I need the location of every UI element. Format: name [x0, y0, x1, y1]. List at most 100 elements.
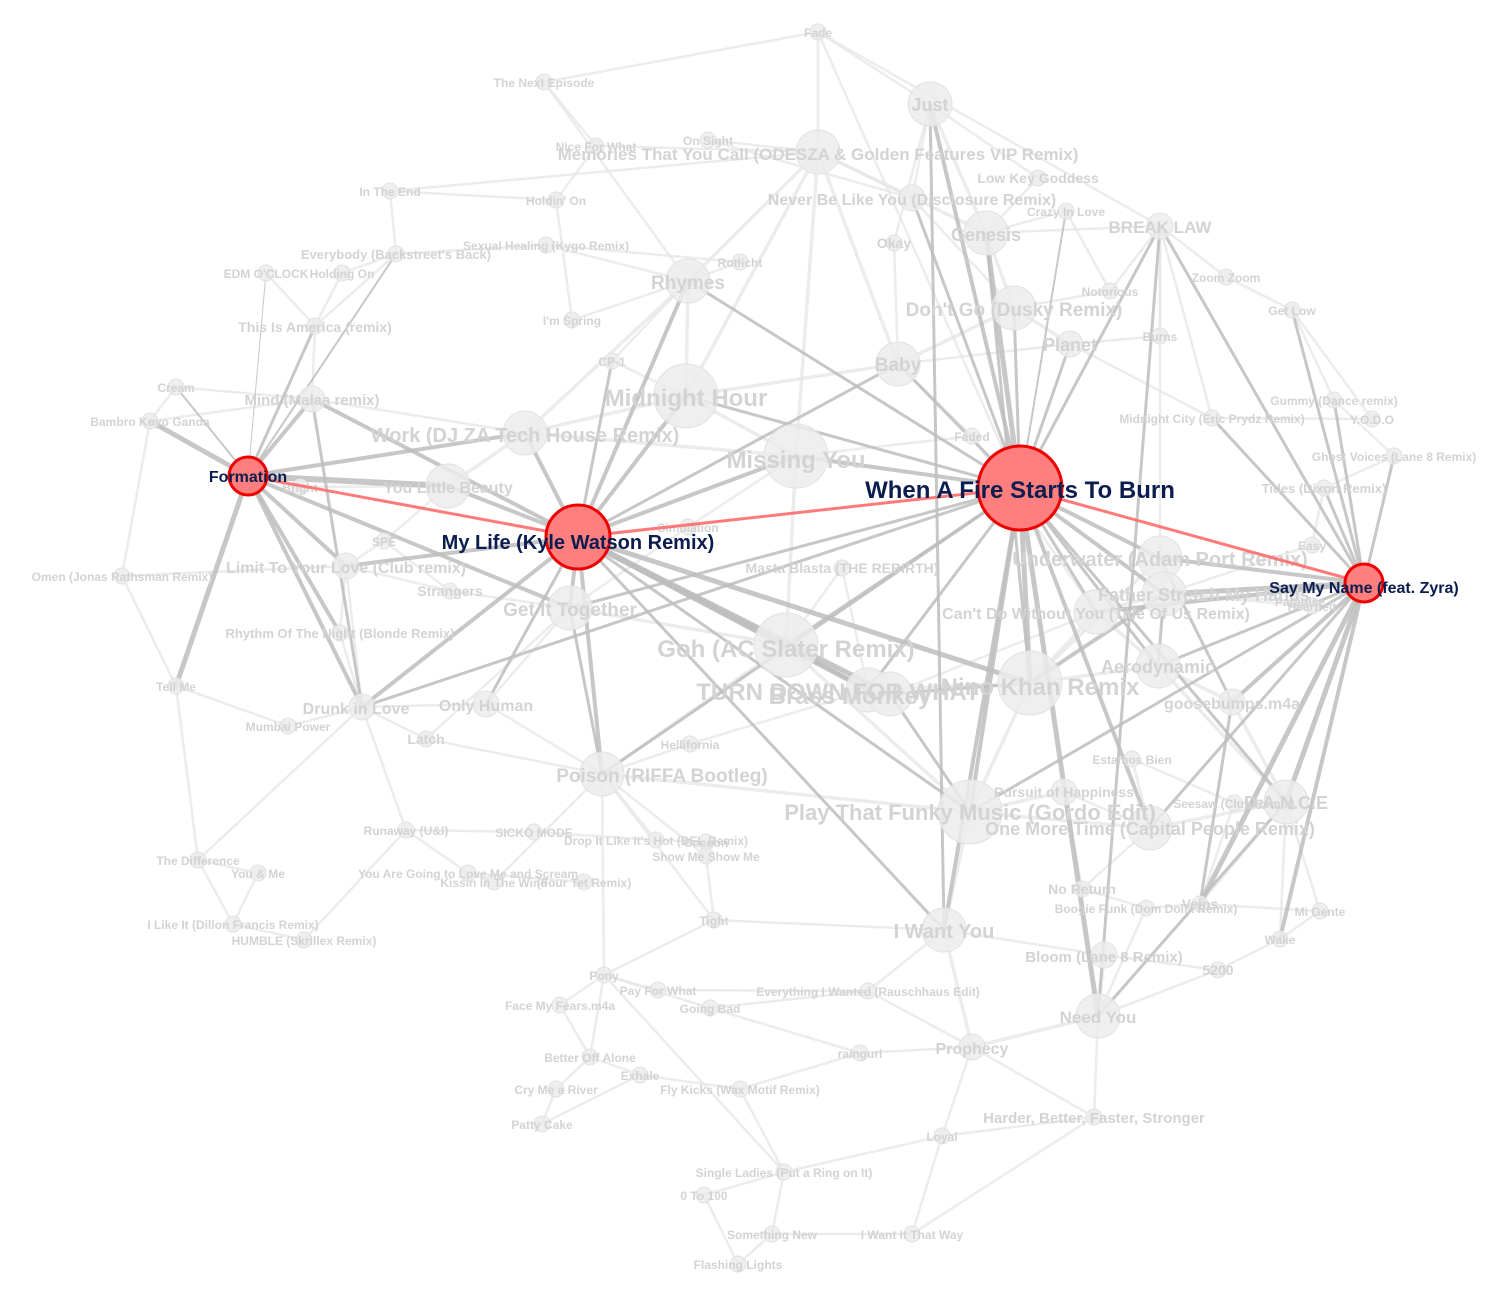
node-yodo[interactable]	[1363, 410, 1381, 428]
node-onlyhuman[interactable]	[472, 690, 500, 718]
node-migente[interactable]	[1311, 902, 1329, 920]
node-funky[interactable]	[937, 779, 1003, 845]
node-burns[interactable]	[1151, 327, 1169, 345]
node-iwant[interactable]	[921, 907, 967, 953]
node-memories[interactable]	[795, 129, 841, 175]
node-just[interactable]	[907, 81, 953, 127]
node-genesis[interactable]	[963, 210, 1009, 256]
node-harder[interactable]	[1085, 1108, 1103, 1126]
node-onemore[interactable]	[1127, 805, 1173, 851]
node-estamos[interactable]	[1123, 750, 1141, 768]
node-exhale[interactable]	[631, 1066, 649, 1084]
highlight-node-fire[interactable]	[976, 444, 1064, 532]
node-veins[interactable]	[1191, 895, 1209, 913]
node-iwantthat[interactable]	[903, 1225, 921, 1243]
node-dance[interactable]	[1263, 779, 1309, 825]
node-nextep[interactable]	[535, 73, 553, 91]
node-faded[interactable]	[963, 427, 981, 445]
node-goose[interactable]	[1218, 688, 1246, 716]
node-drunk[interactable]	[348, 693, 376, 721]
node-poison[interactable]	[579, 751, 625, 797]
node-everything[interactable]	[859, 982, 877, 1000]
node-breaklaw[interactable]	[1146, 212, 1174, 240]
node-aero[interactable]	[1135, 643, 1181, 689]
node-limit[interactable]	[332, 552, 360, 580]
node-s5200[interactable]	[1209, 961, 1227, 979]
node-single[interactable]	[775, 1163, 793, 1181]
node-tetremix[interactable]	[575, 873, 593, 891]
node-planet[interactable]	[1056, 330, 1084, 358]
node-ghost[interactable]	[1385, 447, 1403, 465]
node-goingbad[interactable]	[701, 999, 719, 1017]
node-runaway[interactable]	[397, 821, 415, 839]
node-getlow[interactable]	[1283, 301, 1301, 319]
node-cryme[interactable]	[547, 1080, 565, 1098]
highlight-node-formation[interactable]	[227, 455, 269, 497]
node-getit[interactable]	[547, 585, 593, 631]
node-midcity[interactable]	[1203, 409, 1221, 427]
node-yougoing[interactable]	[459, 864, 477, 882]
node-edm[interactable]	[257, 264, 275, 282]
node-boogie[interactable]	[1137, 899, 1155, 917]
node-easy[interactable]	[1303, 536, 1321, 554]
node-payforwhat[interactable]	[649, 981, 667, 999]
node-everybody[interactable]	[387, 245, 405, 263]
node-loyal[interactable]	[933, 1127, 951, 1145]
node-little[interactable]	[425, 463, 471, 509]
node-tides[interactable]	[1315, 479, 1333, 497]
node-humble[interactable]	[295, 931, 313, 949]
node-pursuit[interactable]	[1050, 778, 1078, 806]
node-gummy[interactable]	[1325, 391, 1343, 409]
node-seesaw[interactable]	[1225, 794, 1243, 812]
node-rhythm[interactable]	[331, 624, 349, 642]
node-needyou[interactable]	[1075, 993, 1121, 1039]
node-nino[interactable]	[997, 650, 1063, 716]
node-tellme[interactable]	[167, 677, 185, 695]
highlight-node-saymyname[interactable]	[1343, 562, 1385, 604]
node-heartfelt[interactable]	[1303, 597, 1321, 615]
node-cantdo[interactable]	[1073, 589, 1119, 635]
node-betteroff[interactable]	[581, 1048, 599, 1066]
node-holdingon[interactable]	[333, 264, 351, 282]
node-wake[interactable]	[1271, 930, 1289, 948]
node-latch[interactable]	[417, 730, 435, 748]
highlight-node-mylife[interactable]	[544, 503, 612, 571]
node-inend[interactable]	[381, 182, 399, 200]
node-crazy[interactable]	[1057, 202, 1075, 220]
node-raingurl[interactable]	[851, 1044, 869, 1062]
node-sickomode[interactable]	[525, 823, 543, 841]
node-lowkey[interactable]	[1029, 169, 1047, 187]
node-ratlicht[interactable]	[731, 253, 749, 271]
node-onsight[interactable]	[699, 131, 717, 149]
node-mind[interactable]	[298, 385, 326, 413]
node-showme[interactable]	[697, 847, 715, 865]
node-goh[interactable]	[753, 612, 819, 678]
node-strangers[interactable]	[441, 582, 459, 600]
node-holdinon[interactable]	[547, 191, 565, 209]
node-flykicks[interactable]	[731, 1080, 749, 1098]
node-baby[interactable]	[875, 341, 921, 387]
node-spe[interactable]	[375, 532, 393, 550]
node-dontgo[interactable]	[991, 285, 1037, 331]
node-sexual[interactable]	[537, 236, 555, 254]
node-cp1[interactable]	[603, 352, 621, 370]
node-okay[interactable]	[885, 234, 903, 252]
node-tight[interactable]	[705, 911, 723, 929]
node-america[interactable]	[306, 317, 324, 335]
node-omen[interactable]	[113, 567, 131, 585]
node-zero100[interactable]	[695, 1186, 713, 1204]
node-facemy[interactable]	[551, 996, 569, 1014]
node-hellifornia[interactable]	[681, 735, 699, 753]
node-missing[interactable]	[763, 423, 829, 489]
node-something[interactable]	[763, 1225, 781, 1243]
node-father[interactable]	[1141, 571, 1187, 617]
node-bloom[interactable]	[1090, 941, 1118, 969]
node-zoom[interactable]	[1217, 268, 1235, 286]
node-midnight[interactable]	[653, 363, 719, 429]
node-noreturn[interactable]	[1073, 880, 1091, 898]
node-notorious[interactable]	[1101, 282, 1119, 300]
node-ilikeit[interactable]	[224, 915, 242, 933]
node-pony[interactable]	[595, 966, 613, 984]
node-niceforwhat[interactable]	[587, 137, 605, 155]
node-neverbe[interactable]	[898, 184, 926, 212]
